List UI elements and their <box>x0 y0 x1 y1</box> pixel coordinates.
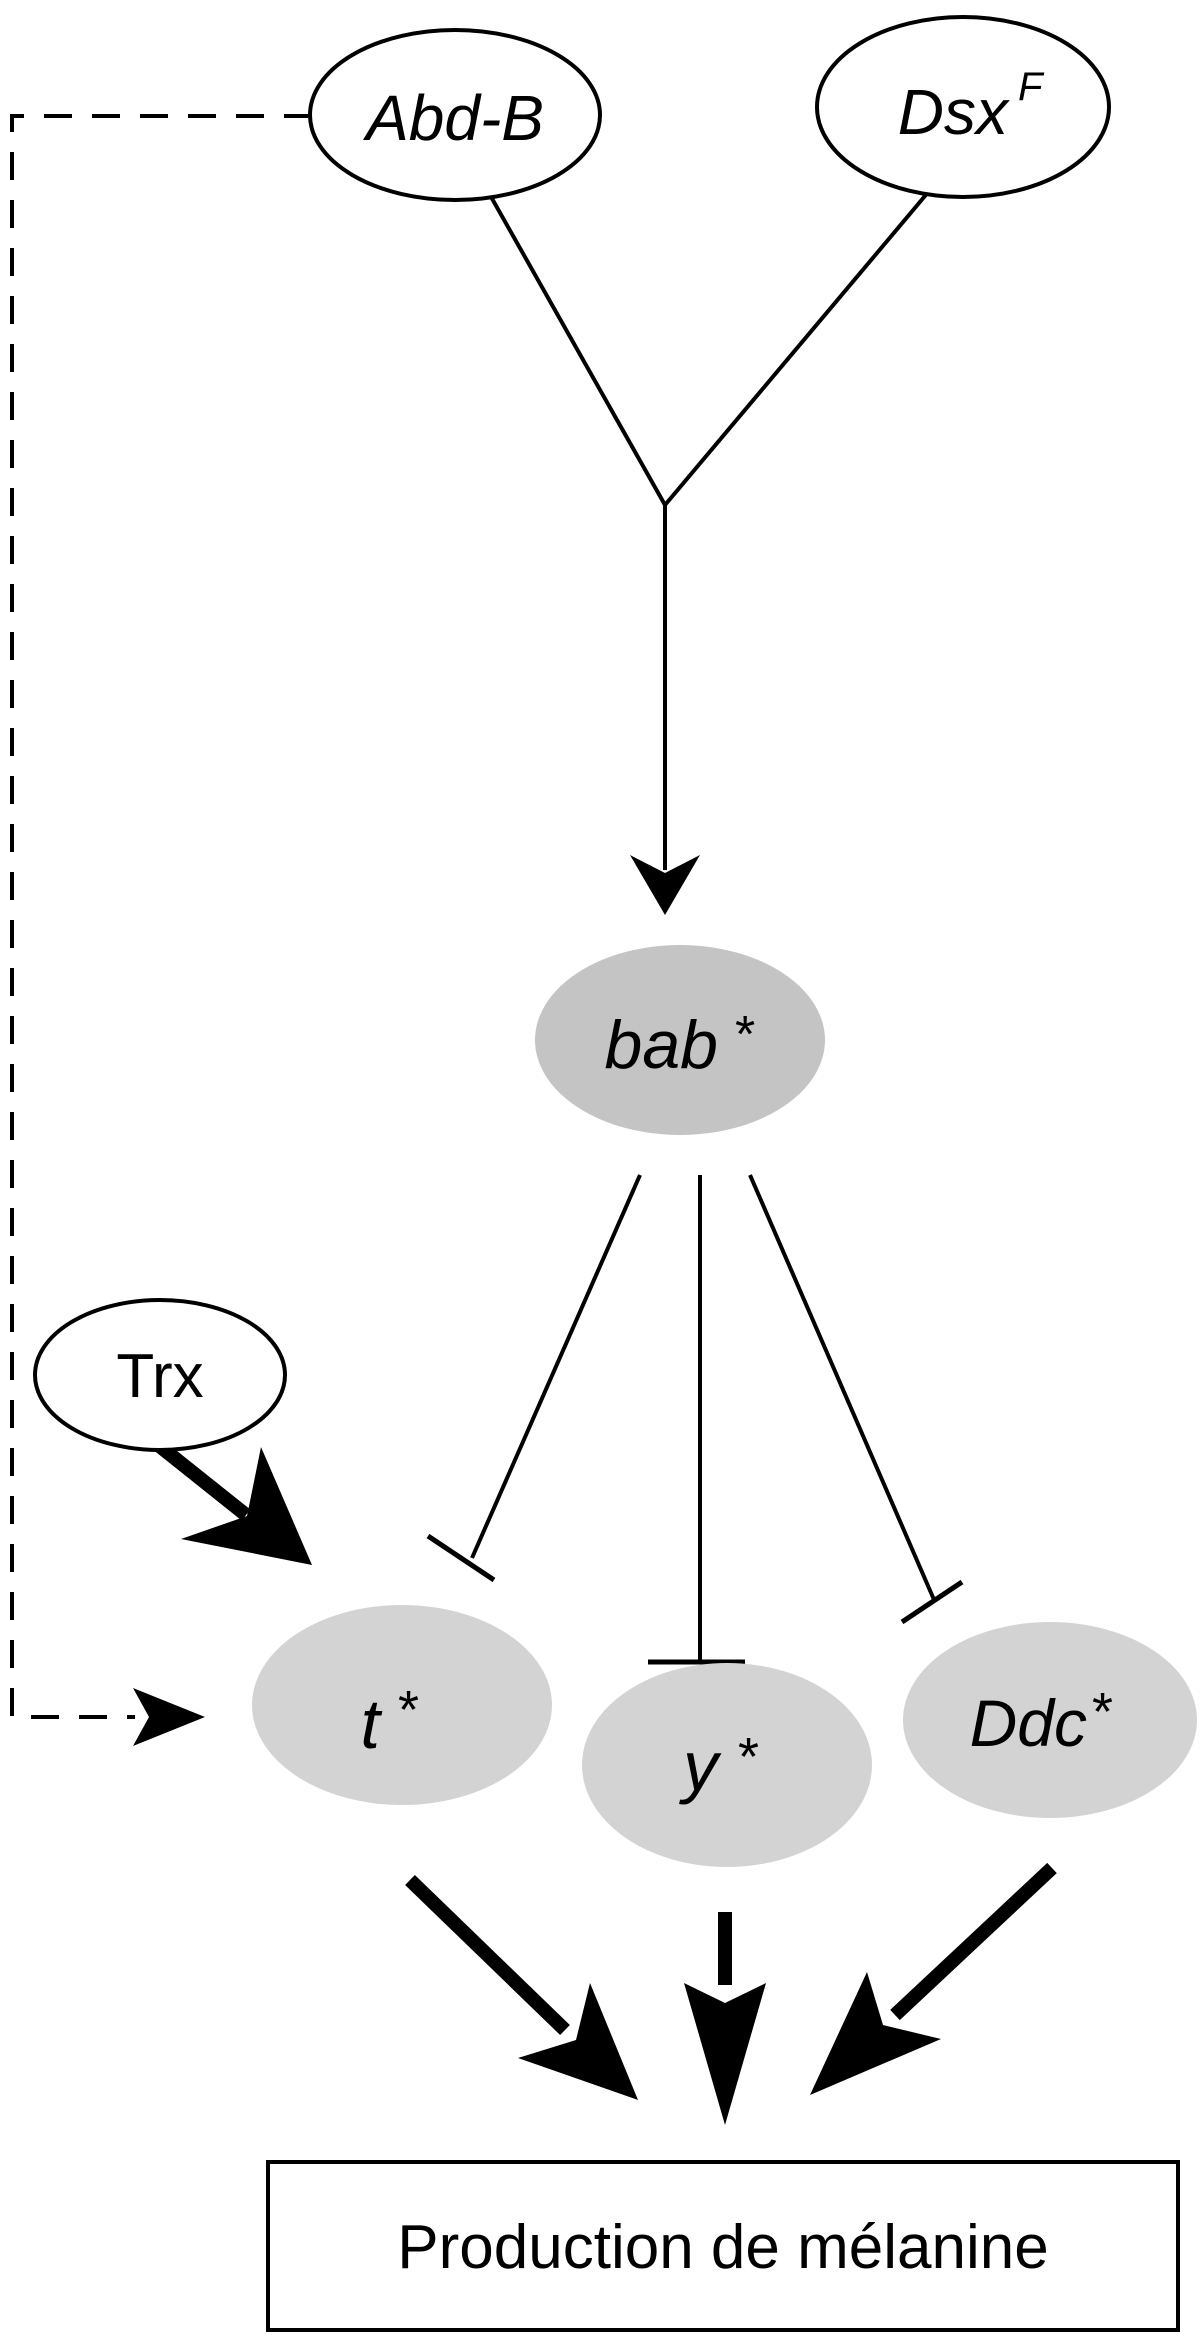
node-t-asterisk: * <box>398 1680 419 1740</box>
edge-ddc-to-output-shaft <box>890 1862 1057 2021</box>
arrowhead-y-to-output <box>684 1983 766 2125</box>
arrowhead-bab-input <box>630 855 700 915</box>
node-dsx-f-shape <box>815 15 1111 199</box>
node-t: t * <box>252 1605 552 1805</box>
node-ddc-label: Ddc <box>970 1686 1087 1760</box>
arrowhead-t-to-output <box>518 1983 638 2100</box>
node-abd-b: Abd-B <box>308 28 602 202</box>
node-bab-asterisk: * <box>735 1006 755 1064</box>
node-bab-shape <box>535 945 825 1135</box>
edge-dsx-f-to-junction <box>663 188 932 507</box>
repression-bar-ddc <box>900 1579 964 1625</box>
node-trx-shape <box>33 1298 287 1452</box>
node-abd-b-shape <box>308 28 602 202</box>
node-bab-label: bab <box>605 1007 718 1083</box>
node-dsx-f-label: Dsx <box>898 76 1010 148</box>
node-trx-label: Trx <box>116 1342 203 1411</box>
node-y-asterisk: * <box>738 1727 759 1787</box>
node-dsx-f: Dsx F <box>815 15 1111 199</box>
node-y-shape <box>582 1663 872 1867</box>
node-t-shape <box>252 1605 552 1805</box>
edges <box>10 114 1057 2036</box>
output-box-frame <box>266 2160 1180 2332</box>
node-ddc-shape <box>903 1622 1197 1818</box>
edge-trx-to-t-shaft <box>147 1434 251 1521</box>
dashed-edge-abd-b-to-t <box>10 114 312 1719</box>
node-trx: Trx <box>33 1298 287 1452</box>
arrowhead-dashed-to-t <box>133 1688 205 1746</box>
edge-abd-b-to-junction <box>488 194 667 506</box>
node-t-label: t <box>361 1685 383 1763</box>
node-y: y * <box>582 1663 872 1867</box>
node-abd-b-label: Abd-B <box>362 82 544 154</box>
arrowhead-trx-to-t <box>181 1447 312 1565</box>
output-box-label: Production de mélanine <box>397 2213 1048 2282</box>
node-ddc-asterisk: * <box>1092 1682 1113 1742</box>
repression-bar-t <box>426 1533 496 1583</box>
arrowheads <box>133 855 941 2125</box>
edge-t-to-output-shaft <box>405 1874 570 2036</box>
node-ddc: Ddc * <box>903 1622 1197 1818</box>
output-box: Production de mélanine <box>266 2160 1180 2332</box>
repression-edge-bab-to-ddc <box>748 1174 937 1603</box>
repression-edge-bab-to-t <box>470 1174 642 1559</box>
arrowhead-ddc-to-output <box>810 1972 941 2095</box>
node-bab: bab * <box>535 945 825 1135</box>
node-y-label: y <box>679 1727 722 1805</box>
node-dsx-f-superscript: F <box>1018 65 1045 109</box>
